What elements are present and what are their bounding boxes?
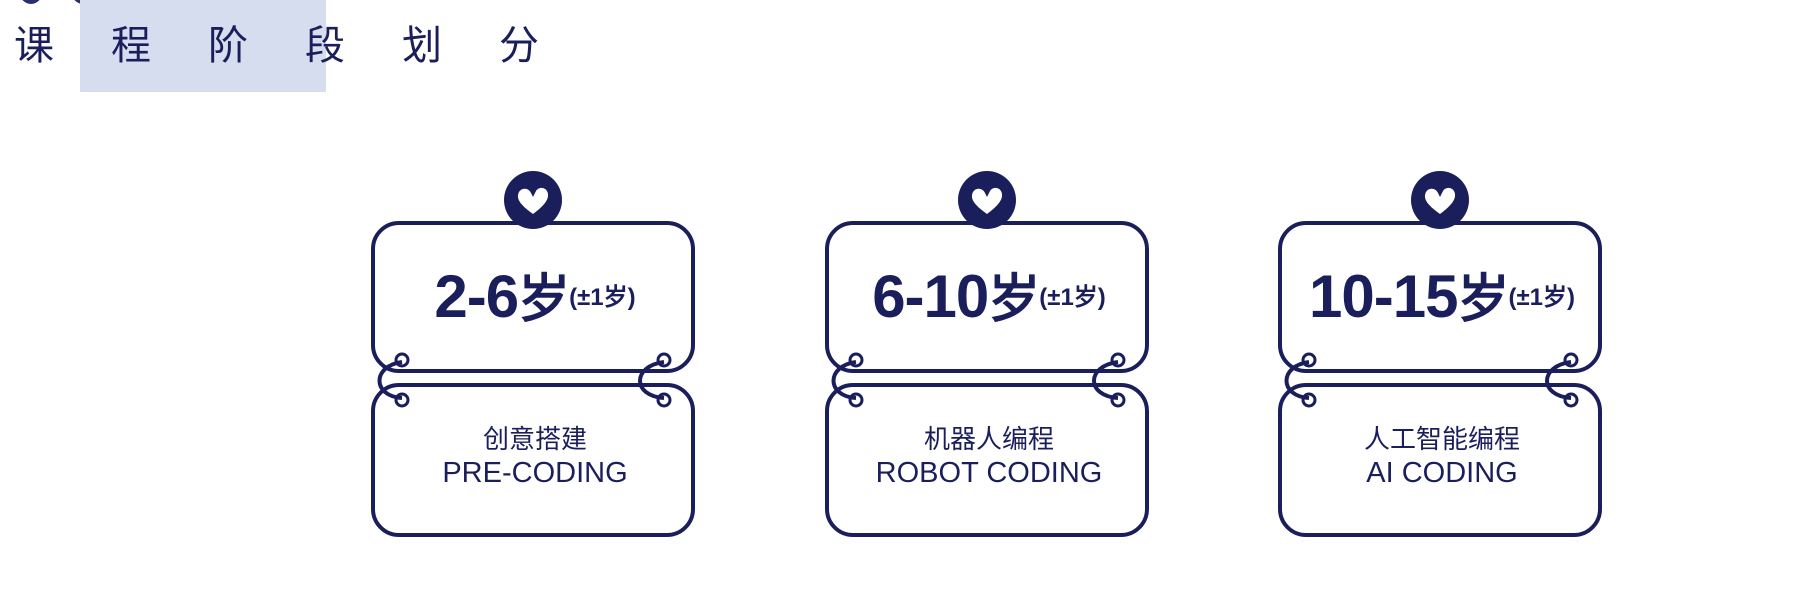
title-char: 划	[402, 23, 442, 69]
age-tolerance: (±1岁)	[1508, 284, 1575, 311]
section-title: 课 程 阶 段 划 分	[0, 0, 620, 100]
heart-badge-icon	[958, 171, 1016, 229]
title-char: 课	[14, 23, 54, 69]
title-char: 分	[499, 23, 539, 69]
heart-badge-icon	[504, 171, 562, 229]
age-range-value: 6-10	[872, 263, 989, 330]
course-name-en: PRE-CODING	[442, 457, 628, 489]
title-text: 课 程 阶 段 划 分	[14, 18, 596, 74]
age-range-label: 10-15岁(±1岁)	[1277, 262, 1607, 335]
age-unit: 岁	[988, 271, 1040, 329]
stage-card-ai-coding: 10-15岁(±1岁) 人工智能编程 AI CODING	[1277, 170, 1607, 540]
age-unit: 岁	[518, 271, 570, 329]
course-name-cn: 人工智能编程	[1363, 425, 1520, 455]
course-name-en: AI CODING	[1366, 457, 1518, 489]
decor-dot	[20, 0, 42, 4]
age-range-value: 10-15	[1309, 263, 1458, 330]
title-char: 程	[111, 23, 151, 69]
age-range-label: 2-6岁(±1岁)	[370, 262, 700, 335]
age-tolerance: (±1岁)	[569, 284, 636, 311]
stage-card-robot-coding: 6-10岁(±1岁) 机器人编程 ROBOT CODING	[824, 170, 1154, 540]
stage-card-pre-coding: 2-6岁(±1岁) 创意搭建 PRE-CODING	[370, 170, 700, 540]
title-char: 段	[305, 23, 345, 69]
age-unit: 岁	[1457, 271, 1509, 329]
course-name-cn: 机器人编程	[923, 425, 1054, 455]
heart-badge-icon	[1411, 171, 1469, 229]
age-range-value: 2-6	[434, 263, 519, 330]
title-char: 阶	[208, 23, 248, 69]
course-name-cn: 创意搭建	[482, 425, 587, 455]
course-name-en: ROBOT CODING	[875, 457, 1103, 489]
age-tolerance: (±1岁)	[1039, 284, 1106, 311]
age-range-label: 6-10岁(±1岁)	[824, 262, 1154, 335]
title-highlight-block	[80, 0, 326, 92]
